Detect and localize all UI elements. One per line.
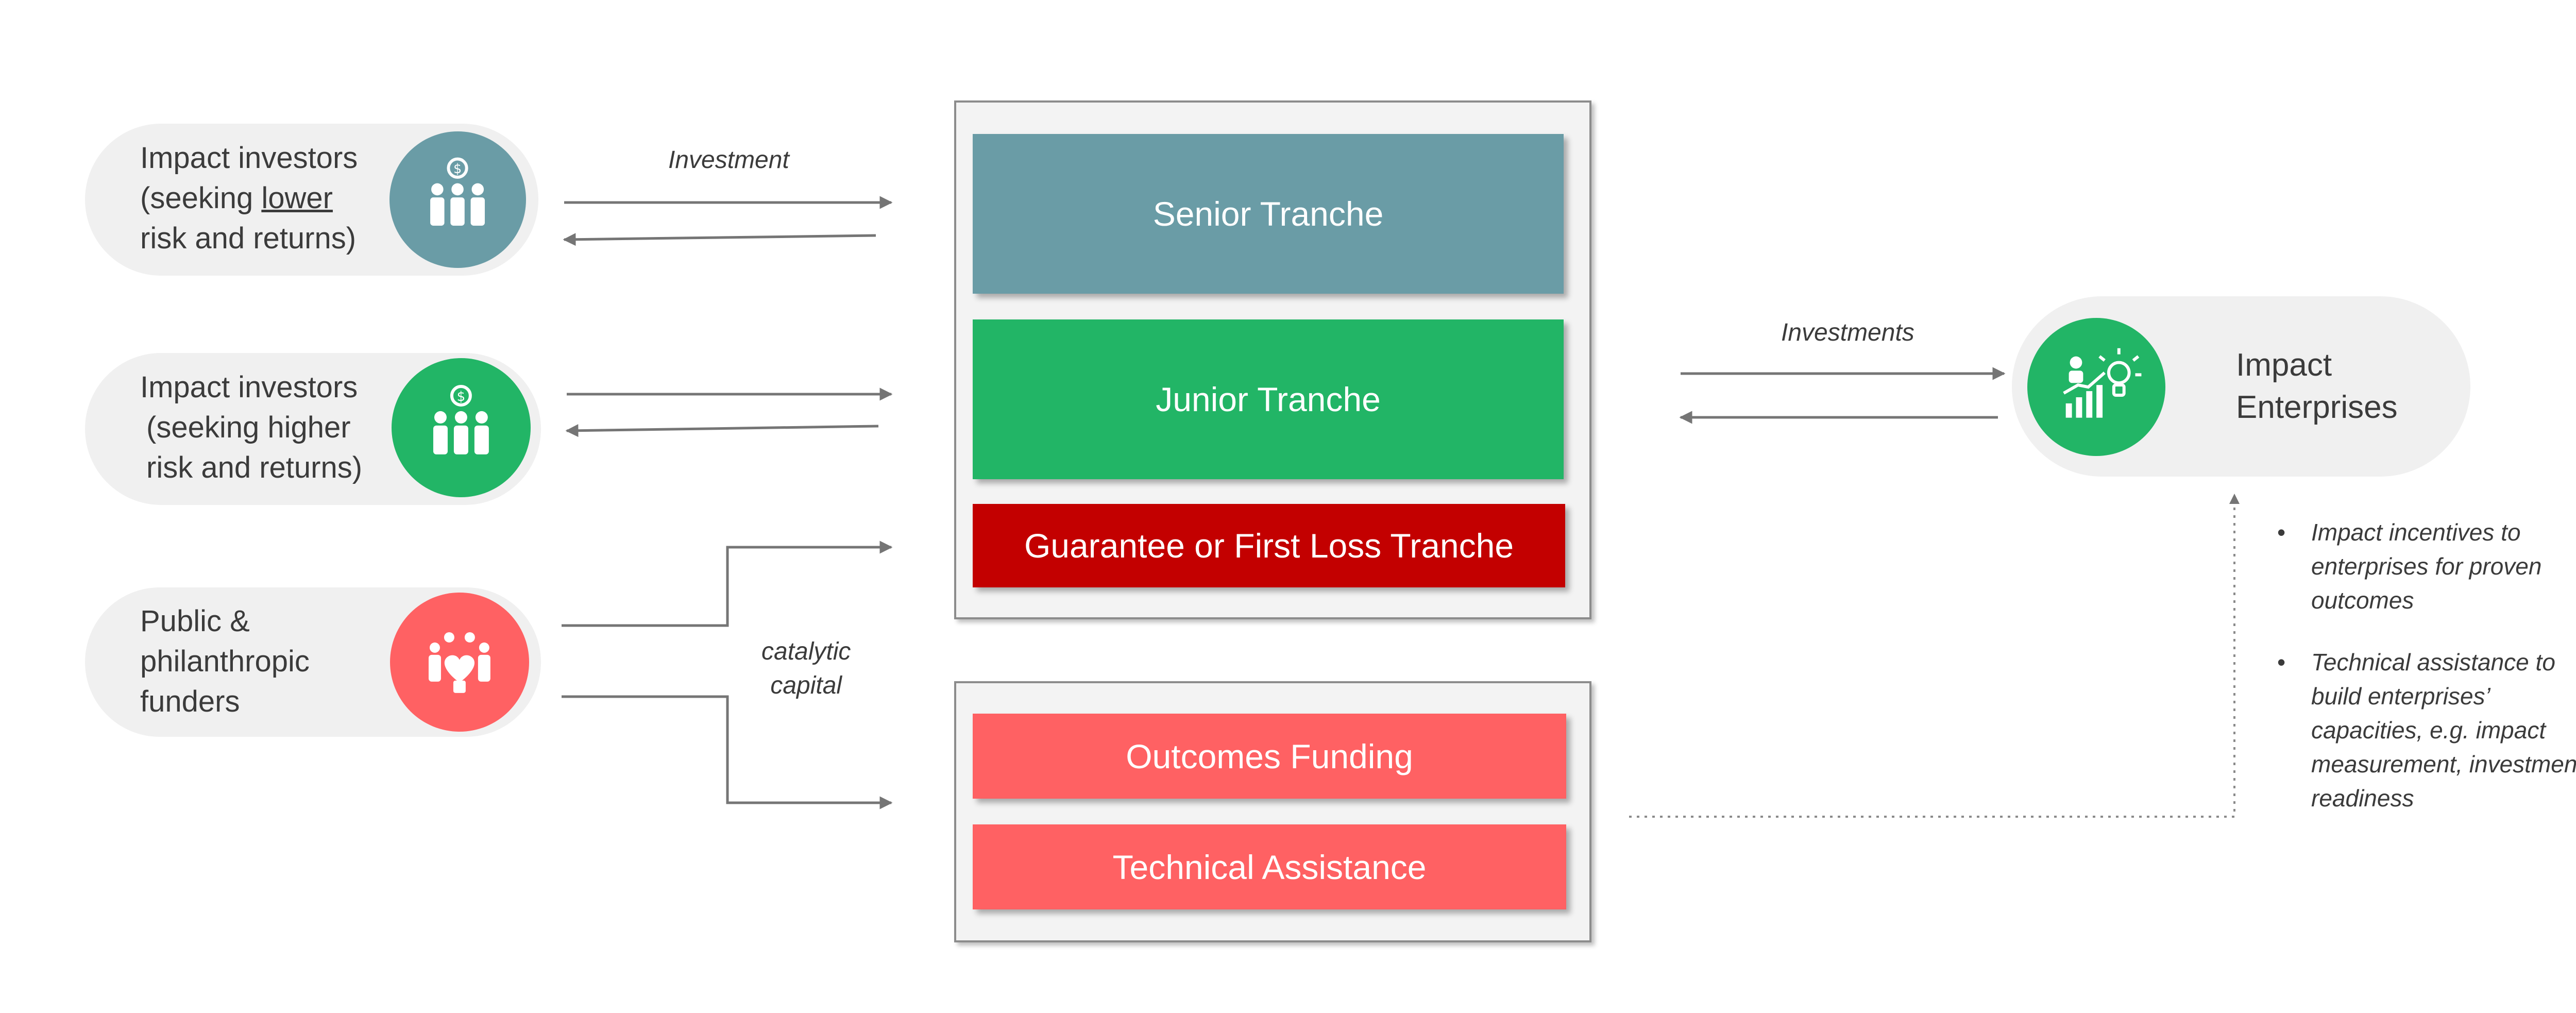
investor-public-line-3: funders — [140, 685, 240, 718]
bullet-2-line-4: measurement, investment — [2311, 751, 2576, 778]
investor-senior-line-3: risk and returns) — [140, 222, 357, 255]
guarantee-first-loss-tranche: Guarantee or First Loss Tranche — [973, 504, 1565, 587]
catalytic-line-1: catalytic — [761, 638, 851, 665]
enterprise-support-list: Impact incentives to enterprises for pro… — [2277, 515, 2576, 843]
outcomes-funding: Outcomes Funding — [973, 714, 1566, 799]
investment-label: Investment — [668, 146, 789, 174]
person-growth-idea-icon — [2027, 318, 2165, 456]
investor-group-dollar-icon: $ — [389, 131, 526, 268]
investor-junior-line-1: Impact investors — [140, 370, 358, 404]
arrow-catalytic-support — [562, 695, 893, 809]
enterprise-label: Impact Enterprises — [2236, 344, 2398, 429]
investor-public-line-1: Public & — [140, 604, 250, 638]
bullet-1-line-3: outcomes — [2311, 587, 2414, 614]
junior-tranche: Junior Tranche — [973, 319, 1564, 479]
dotted-support-connector — [1629, 494, 2240, 818]
catalytic-capital-label: catalytic capital — [761, 635, 851, 703]
arrow-catalytic-guarantee — [562, 541, 893, 627]
investor-label-public: Public & philanthropic funders — [140, 601, 310, 722]
technical-assistance: Technical Assistance — [973, 824, 1566, 909]
bullet-1-line-2: enterprises for proven — [2311, 553, 2542, 580]
investor-senior-line-2: (seeking — [140, 181, 262, 215]
investor-junior-line-2: (seeking higher — [146, 411, 351, 444]
enterprise-line-2: Enterprises — [2236, 390, 2398, 425]
bullet-1-line-1: Impact incentives to — [2311, 519, 2521, 546]
svg-text:$: $ — [453, 162, 462, 177]
investor-senior-line-1: Impact investors — [140, 141, 358, 175]
investor-label-senior: Impact investors (seeking lower risk and… — [140, 138, 358, 259]
bullet-2-line-1: Technical assistance to — [2311, 649, 2555, 676]
investor-group-dollar-icon: $ — [392, 358, 531, 497]
investor-senior-underlined-word: lower — [261, 181, 333, 215]
bullet-2-line-2: build enterprises’ — [2311, 683, 2490, 710]
enterprise-line-1: Impact — [2236, 347, 2332, 383]
bullet-impact-incentives: Impact incentives to enterprises for pro… — [2277, 515, 2576, 617]
arrow-senior-return — [563, 233, 876, 246]
investor-junior-line-3: risk and returns) — [146, 451, 363, 484]
people-heart-icon — [390, 593, 529, 732]
arrow-junior-return — [565, 424, 879, 437]
investor-label-junior: Impact investors (seeking higher risk an… — [140, 367, 362, 488]
bullet-2-line-5: readiness — [2311, 785, 2414, 812]
bullet-2-line-3: capacities, e.g. impact — [2311, 717, 2546, 744]
bullet-technical-assistance: Technical assistance to build enterprise… — [2277, 645, 2576, 815]
investor-public-line-2: philanthropic — [140, 645, 310, 678]
catalytic-line-2: capital — [770, 672, 842, 699]
senior-tranche: Senior Tranche — [973, 134, 1564, 294]
svg-text:$: $ — [457, 389, 466, 404]
investments-label: Investments — [1781, 319, 1914, 346]
